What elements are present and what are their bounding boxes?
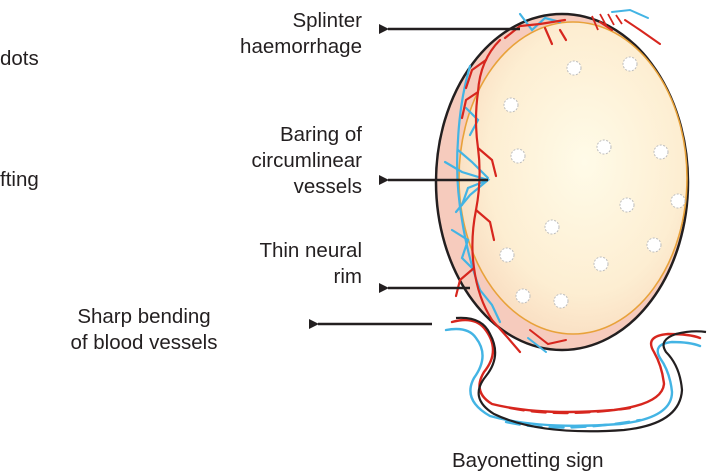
bayonet-vein-dashed [504,418,642,429]
artery-branch [464,58,488,90]
neural-rim-label-line1: Thin neural [259,239,362,262]
laminar-dot [596,139,612,155]
artery-main-left [471,38,502,322]
vein-bottom [527,337,547,353]
laminar-dot [544,219,560,235]
laminar-dot [553,293,569,309]
baring-label-line3: vessels [293,175,362,198]
splinter-label-line2: haemorrhage [240,35,362,58]
artery-top-right [624,19,661,45]
bottom-vessels [527,329,567,353]
splinter-haemorrhage-label: Splinter haemorrhage [240,8,362,60]
artery-branch [490,318,522,354]
sharp-bending-label-line1: Sharp bending [77,305,211,328]
vein-top-right [611,8,649,19]
laminar-dot [499,247,515,263]
arteries [454,18,614,354]
sharp-bending-label-line2: of blood vessels [70,331,218,354]
haemorrhage-streak [591,13,623,31]
laminar-dot [510,148,526,164]
neural-rim-label-line2: rim [333,265,362,288]
laminar-dot [619,197,635,213]
optic-cup [458,21,688,335]
laminar-dot [503,97,519,113]
laminar-dots [499,56,686,309]
vein-branch [456,148,490,180]
artery-branch [476,146,498,178]
laminar-dot [622,56,638,72]
left-cut-label-dots: dots [0,47,39,70]
laminar-dot [646,237,662,253]
bayonet-artery-dashed [508,406,632,415]
artery-branch [454,266,476,298]
splinter-label-line1: Splinter [292,9,362,32]
artery-branch [460,90,480,120]
baring-vessels-label: Baring of circumlinear vessels [252,122,363,200]
artery-top [503,18,567,40]
laminar-dot [593,256,609,272]
baring-label-line1: Baring of [279,123,362,146]
label-arrows [309,24,520,329]
vein-branch [460,178,490,207]
vein-branch [464,106,480,137]
laminar-dot [515,288,531,304]
neural-rim-label: Thin neural rim [259,238,362,290]
splinter-haemorrhage [591,13,623,31]
baring-label-line2: circumlinear [251,149,363,172]
laminar-dot [566,60,582,76]
vein-branch [478,288,502,324]
artery-branch [474,208,496,242]
top-right-vessels [611,8,661,45]
artery-bottom [529,329,567,346]
laminar-dot [670,193,686,209]
bayonet-vein [444,327,702,427]
vein-branch [450,228,476,272]
left-cut-label-fting: fting [0,168,39,191]
sharp-bending-label: Sharp bending of blood vessels [26,304,262,356]
bayonetting-vessels [444,318,702,429]
bayonet-notch-outline [455,316,707,433]
laminar-dot [653,144,669,160]
